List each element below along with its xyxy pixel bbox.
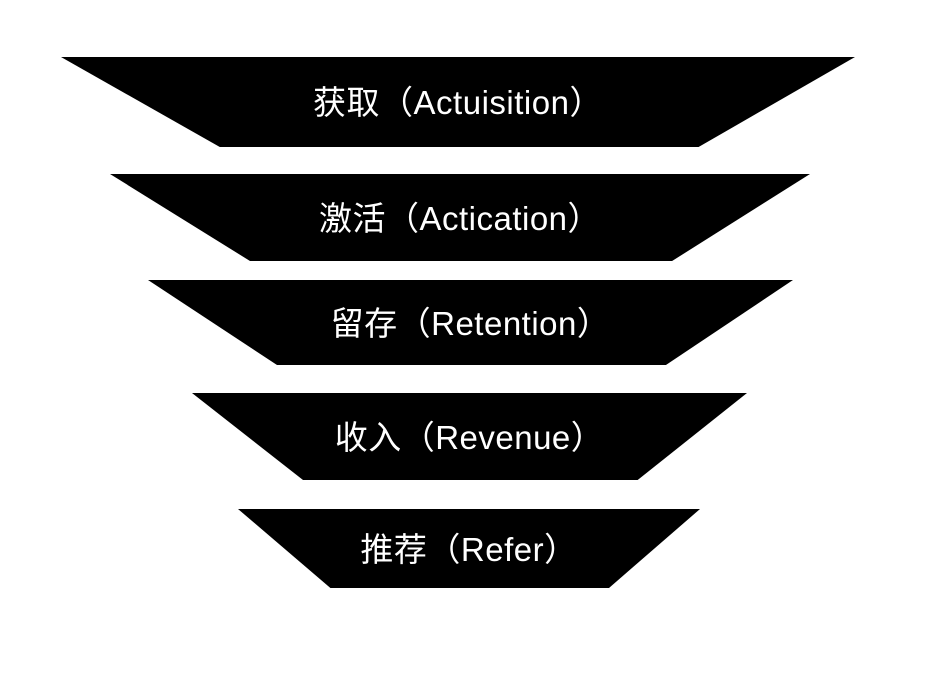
- funnel-layer-activation-label: 激活（Actication）: [318, 199, 602, 237]
- funnel-layer-revenue: 收入（Revenue）: [192, 393, 747, 480]
- funnel-layer-acquisition-label: 获取（Actuisition）: [313, 84, 603, 121]
- funnel-layer-activation: 激活（Actication）: [110, 174, 810, 261]
- funnel-layer-retention-label: 留存（Retention）: [330, 304, 611, 342]
- funnel-layer-referral: 推荐（Refer）: [238, 509, 700, 588]
- funnel-layer-acquisition: 获取（Actuisition）: [61, 57, 855, 147]
- funnel-layer-revenue-label: 收入（Revenue）: [334, 418, 605, 456]
- funnel-layer-referral-label: 推荐（Refer）: [360, 530, 578, 568]
- funnel-layer-retention: 留存（Retention）: [148, 280, 793, 365]
